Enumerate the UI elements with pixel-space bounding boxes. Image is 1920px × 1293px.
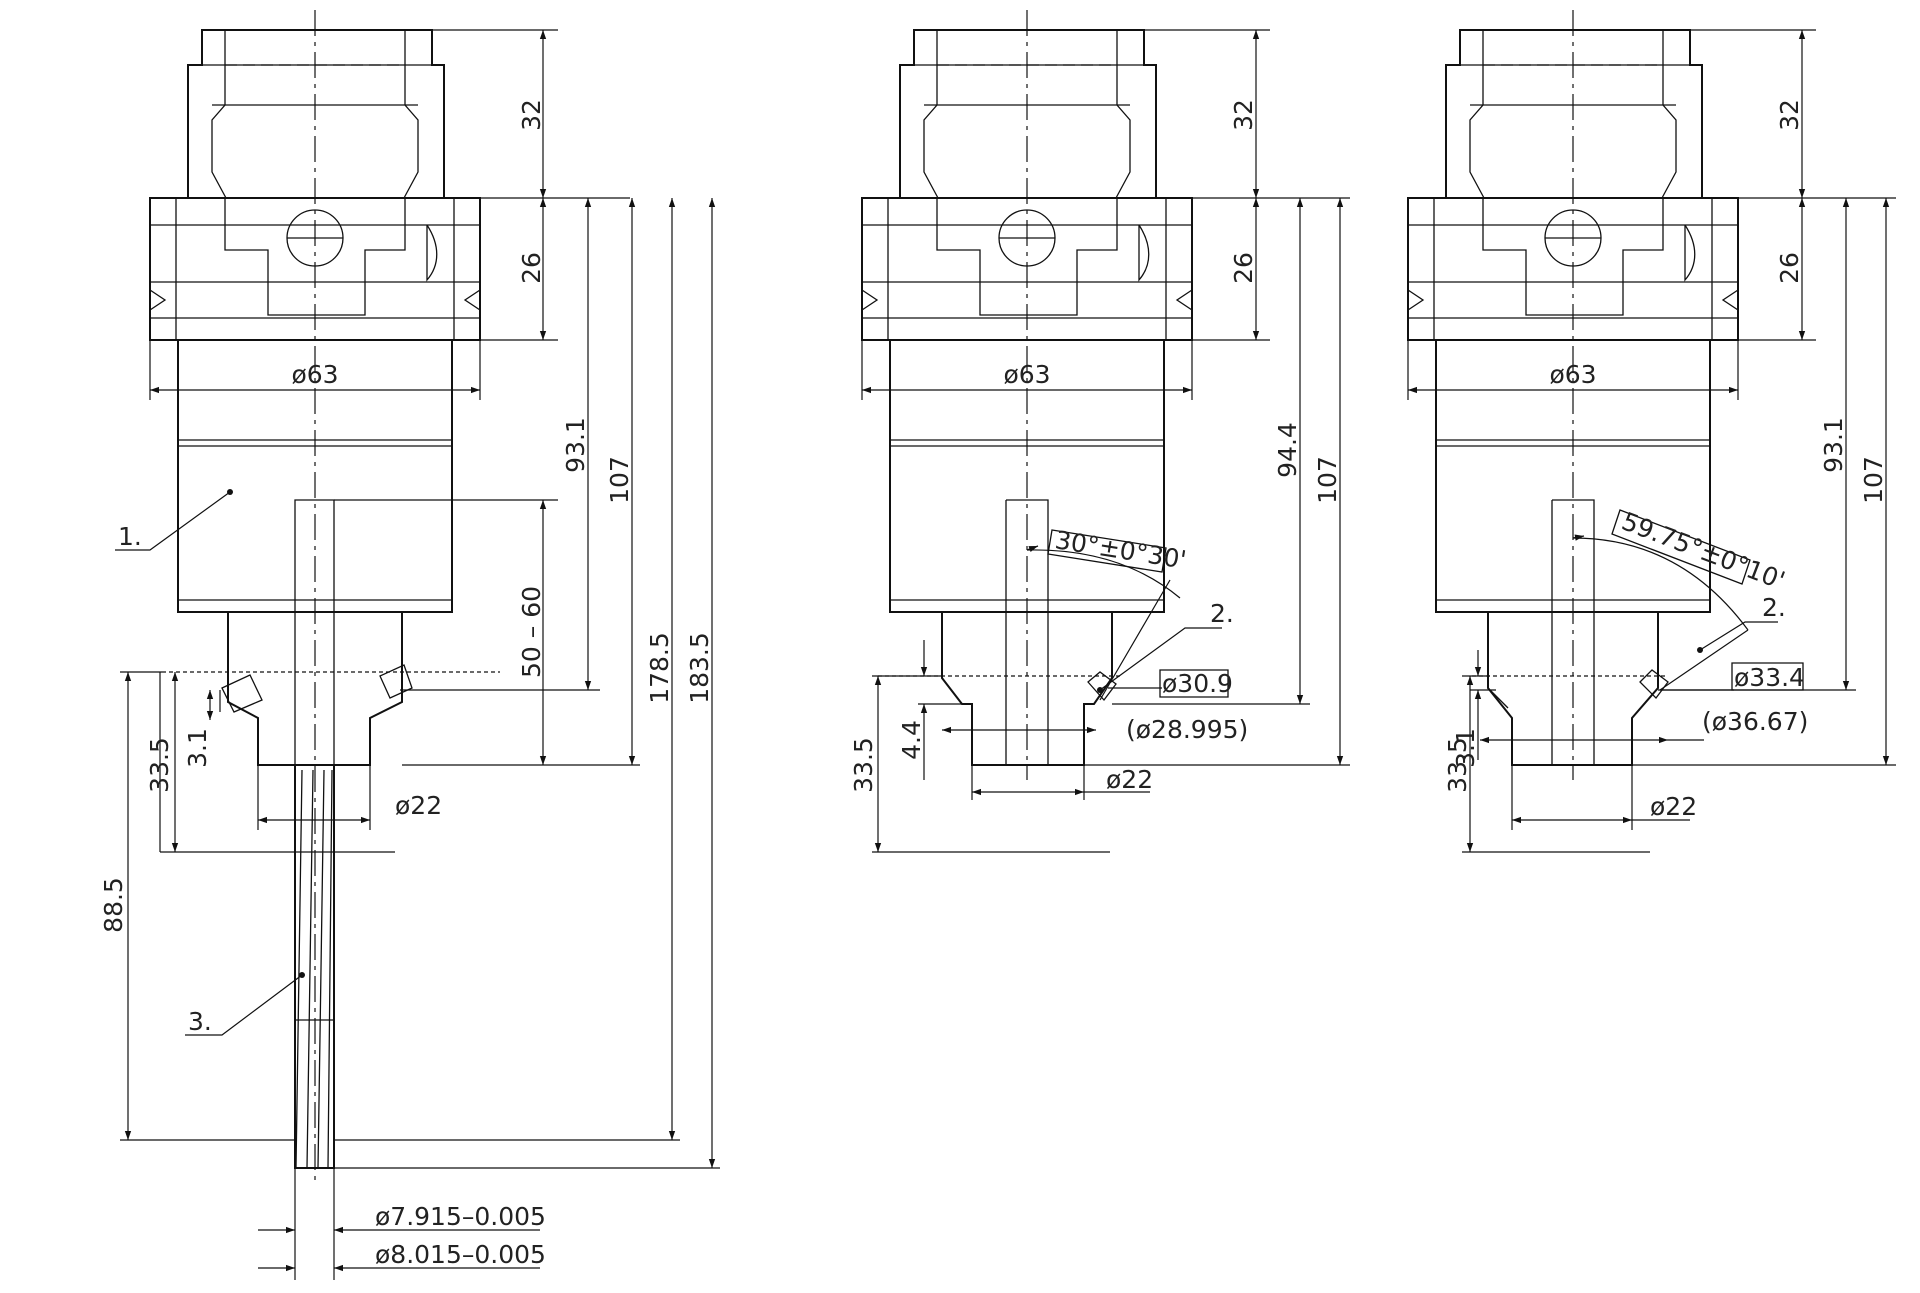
hsk-shank bbox=[187, 29, 445, 199]
hsk-shank bbox=[1445, 29, 1703, 199]
dim-107: 107 bbox=[1859, 456, 1888, 504]
dim-178-5: 178.5 bbox=[645, 632, 674, 704]
dim-3-1: 3.1 bbox=[1451, 728, 1480, 768]
callout-2: 2. bbox=[1210, 599, 1234, 628]
labels-left: 32 26 ø63 93.1 107 50 – 60 178.5 183.5 3… bbox=[99, 99, 714, 1269]
dim-22: ø22 bbox=[1106, 765, 1153, 794]
dim-36-67: (ø36.67) bbox=[1702, 707, 1808, 736]
dim-33-4: ø33.4 bbox=[1734, 663, 1805, 692]
dim-107: 107 bbox=[1313, 456, 1342, 504]
hsk-shank bbox=[899, 29, 1157, 199]
callout-3: 3. bbox=[188, 1007, 212, 1036]
dim-107: 107 bbox=[605, 456, 634, 504]
dim-26: 26 bbox=[1229, 252, 1258, 284]
dim-26: 26 bbox=[517, 252, 546, 284]
dim-63: ø63 bbox=[1549, 360, 1596, 389]
dim-63: ø63 bbox=[291, 360, 338, 389]
dim-30-9: ø30.9 bbox=[1162, 669, 1233, 698]
callout-1: 1. bbox=[118, 522, 142, 551]
dim-94-4: 94.4 bbox=[1273, 422, 1302, 478]
labels-right: 32 26 ø63 93.1 107 59.75°±0°10' ø33.4 (ø… bbox=[1443, 99, 1888, 821]
dim-33-5: 33.5 bbox=[1443, 737, 1472, 793]
dim-8-015: ø8.015–0.005 bbox=[375, 1240, 546, 1269]
view-right: 32 26 ø63 93.1 107 59.75°±0°10' ø33.4 (ø… bbox=[1407, 10, 1896, 853]
dim-angle-59-75: 59.75°±0°10' bbox=[1618, 507, 1789, 596]
view-middle: 32 26 ø63 94.4 107 30°±0°30' ø30.9 (ø28.… bbox=[849, 10, 1350, 853]
dim-28-995: (ø28.995) bbox=[1126, 715, 1248, 744]
dim-4-4: 4.4 bbox=[897, 720, 926, 760]
dim-93-1: 93.1 bbox=[561, 417, 590, 473]
dim-50-60: 50 – 60 bbox=[517, 586, 546, 678]
dim-7-915: ø7.915–0.005 bbox=[375, 1202, 546, 1231]
dim-angle-30: 30°±0°30' bbox=[1053, 525, 1188, 574]
dimensions-middle bbox=[861, 29, 1350, 853]
dim-63: ø63 bbox=[1003, 360, 1050, 389]
dim-88-5: 88.5 bbox=[99, 877, 128, 933]
dim-32: 32 bbox=[1229, 99, 1258, 131]
dim-33-5: 33.5 bbox=[145, 737, 174, 793]
dim-22: ø22 bbox=[395, 791, 442, 820]
view-left: 32 26 ø63 93.1 107 50 – 60 178.5 183.5 3… bbox=[99, 10, 720, 1280]
dim-3-1: 3.1 bbox=[183, 728, 212, 768]
dim-32: 32 bbox=[1775, 99, 1804, 131]
dim-32: 32 bbox=[517, 99, 546, 131]
dim-26: 26 bbox=[1775, 252, 1804, 284]
dim-93-1: 93.1 bbox=[1819, 417, 1848, 473]
dimensions-right bbox=[1407, 29, 1896, 853]
dim-22: ø22 bbox=[1650, 792, 1697, 821]
dimensions-left bbox=[115, 29, 720, 1280]
dim-183-5: 183.5 bbox=[685, 632, 714, 704]
dim-33-5: 33.5 bbox=[849, 737, 878, 793]
callout-2: 2. bbox=[1762, 593, 1786, 622]
